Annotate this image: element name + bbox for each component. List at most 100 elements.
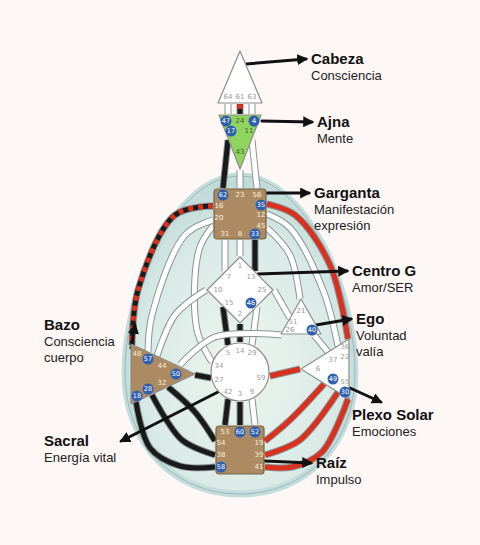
channel-fill	[195, 375, 211, 378]
center-name: Ajna	[317, 113, 353, 131]
channel-outline	[237, 104, 244, 114]
channel-fill	[252, 399, 255, 425]
gate-number: 28	[143, 384, 154, 395]
channel-outline	[265, 384, 324, 441]
gate-number: 41	[255, 464, 264, 471]
channel-fill	[238, 240, 243, 256]
channel-fill	[265, 384, 324, 441]
energy-center: 646163	[217, 50, 263, 104]
channel-outline	[237, 170, 244, 188]
channel	[228, 104, 229, 114]
channel-outline	[237, 402, 244, 425]
channel-fill	[238, 170, 243, 188]
gate-number: 43	[236, 149, 245, 156]
channel-outline	[152, 395, 215, 455]
channel-fill	[253, 240, 258, 271]
channel	[225, 240, 226, 271]
gate-number: 27	[215, 377, 224, 384]
arrow-line	[350, 388, 381, 402]
channel-outline	[274, 290, 290, 318]
channel-fill	[250, 104, 255, 114]
center-meaning: Consciencia	[311, 68, 382, 84]
energy-center: 3622376495530	[300, 338, 350, 400]
energy-center: 47244171143	[218, 114, 262, 170]
gate-number: 44	[158, 363, 167, 370]
channel-outline	[252, 399, 255, 425]
gate-number: 4	[249, 116, 260, 127]
center-outline	[207, 257, 273, 323]
channel	[223, 140, 228, 188]
energy-center: 1137102515462	[206, 256, 274, 324]
center-label: CabezaConsciencia	[311, 50, 382, 84]
gate-number: 34	[215, 363, 224, 370]
gate-number: 54	[217, 440, 226, 447]
gate-number: 17	[226, 126, 237, 137]
center-name: Cabeza	[311, 50, 382, 68]
gate-number: 8	[238, 231, 242, 238]
center-label: EgoVoluntad valía	[356, 310, 428, 360]
channel	[252, 307, 257, 345]
channel-fill	[252, 140, 257, 188]
center-name: Sacral	[44, 432, 116, 450]
channel	[274, 290, 290, 318]
center-name: Garganta	[314, 184, 414, 202]
channel-outline	[223, 140, 228, 188]
channel-fill	[238, 402, 243, 425]
channel-outline	[249, 104, 256, 114]
channel	[240, 240, 241, 256]
center-meaning: Manifestación expresión	[314, 202, 414, 234]
gate-number: 40	[307, 325, 318, 336]
gate-number: 63	[248, 94, 257, 101]
center-outline	[214, 189, 266, 239]
channel-outline	[223, 307, 228, 345]
arrow-line	[258, 271, 347, 274]
gate-number: 9	[250, 389, 254, 396]
energy-center: 5 1429 34 27 59 42 3 9	[210, 342, 270, 402]
gate-number: 3	[238, 391, 242, 398]
gate-number: 33	[250, 229, 261, 240]
gate-number: 42	[224, 389, 233, 396]
channel-fill	[274, 290, 290, 318]
gate-number: 16	[215, 203, 224, 210]
gate-number: 58	[216, 462, 227, 473]
channel-outline	[237, 240, 244, 256]
gate-number: 10	[214, 287, 223, 294]
channel-outline	[252, 240, 259, 271]
gate-number: 7	[227, 274, 231, 281]
center-outline	[131, 344, 195, 404]
gate-number: 22	[341, 354, 350, 361]
channel	[252, 140, 257, 188]
channel	[314, 335, 328, 352]
channel-outline	[270, 369, 300, 376]
channel	[152, 395, 215, 455]
center-label: BazoConsciencia cuerpo	[44, 316, 130, 366]
channel-outline	[252, 140, 257, 188]
center-label: AjnaMente	[317, 113, 353, 147]
gate-number: 25	[258, 287, 267, 294]
gate-number: 14	[236, 348, 245, 355]
gate-number: 55	[341, 379, 350, 386]
gate-number: 23	[236, 192, 245, 199]
energy-center: 48574450322818	[130, 343, 196, 405]
channel-fill	[314, 335, 328, 352]
center-meaning: Energía vital	[44, 450, 116, 466]
gate-number: 29	[248, 350, 257, 357]
energy-center: 622356163520124531833	[213, 188, 267, 240]
channel	[267, 214, 338, 346]
channel	[270, 369, 300, 376]
center-outline	[218, 51, 262, 103]
channel-fill	[223, 307, 228, 345]
gate-number: 6	[316, 366, 320, 373]
pointer-arrow	[246, 59, 306, 64]
center-outline	[211, 343, 269, 401]
gate-number: 52	[250, 427, 261, 438]
arrow-line	[267, 192, 309, 195]
center-label: RaízImpulso	[316, 454, 362, 488]
gate-number: 64	[224, 94, 233, 101]
gate-number: 2	[238, 311, 242, 318]
channel	[195, 375, 211, 378]
channel-fill	[223, 140, 228, 188]
gate-number: 5	[226, 350, 230, 357]
gate-number: 59	[257, 375, 266, 382]
center-meaning: Consciencia cuerpo	[44, 334, 130, 366]
